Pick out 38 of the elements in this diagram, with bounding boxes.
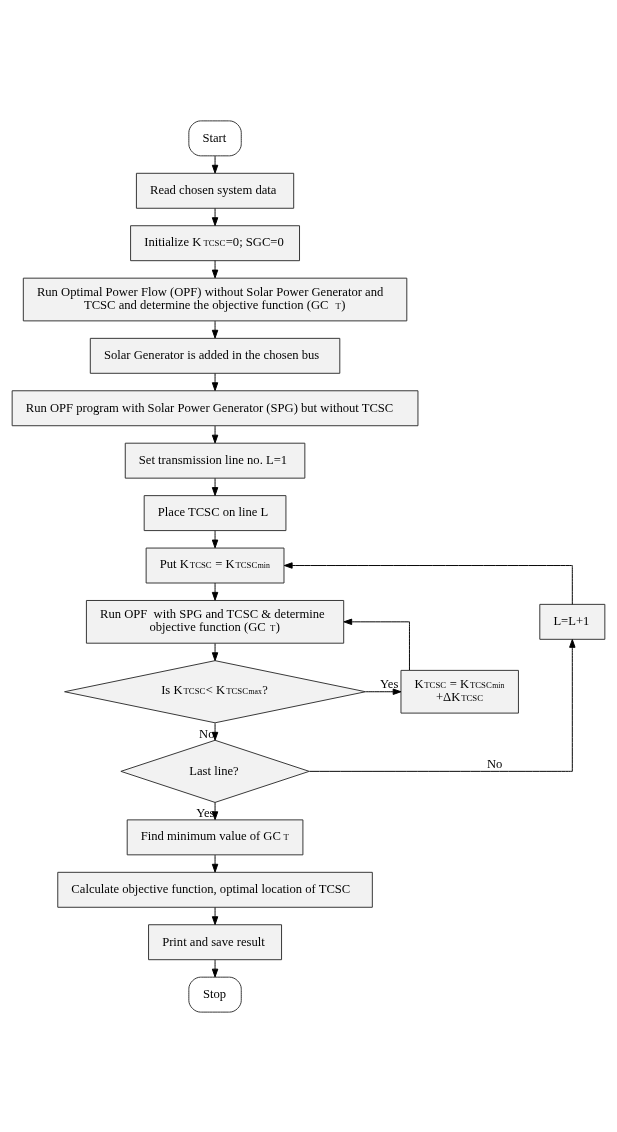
arrow	[211, 155, 219, 174]
arrow	[211, 529, 219, 548]
node-box: Put KTCSC = KTCSCmin	[145, 547, 285, 583]
arrow	[211, 320, 219, 338]
node-box: Calculate objective function, optimal location of TCSC	[57, 871, 373, 908]
node-box: Solar Generator is added in the chosen bus	[89, 337, 341, 374]
node-box: KTCSC = KTCSCmin +ΔKTCSC	[400, 669, 519, 714]
edge-label: Yes	[196, 805, 215, 820]
edge-label: No	[199, 726, 215, 741]
arrow	[211, 372, 219, 391]
arrow	[343, 618, 410, 670]
node-diamond: Last line?	[120, 739, 310, 803]
arrow	[211, 477, 219, 496]
arrow	[365, 688, 402, 695]
edge-label: No	[486, 756, 503, 771]
node-box: Start	[188, 119, 242, 156]
arrow	[211, 582, 219, 601]
node-box: Initialize KTCSC=0; SGC=0	[130, 224, 300, 261]
node-box: L=L+1	[539, 603, 606, 640]
node-box: Set transmission line no. L=1	[124, 442, 306, 479]
edge-label: Yes	[380, 676, 399, 691]
node-box: Print and save result	[148, 923, 283, 960]
arrow	[211, 425, 219, 443]
arrow	[211, 259, 219, 278]
arrow	[308, 638, 576, 772]
arrow	[211, 801, 219, 820]
arrow	[211, 958, 219, 977]
node-box: Run OPF program with Solar Power Generator (SPG) but without TCSC	[11, 389, 419, 426]
node-diamond: Is KTCSC< KTCSCmax?	[64, 659, 367, 723]
arrow	[211, 854, 219, 873]
node-box: Read chosen system data	[135, 172, 295, 209]
node-box: Find minimum value of GCT	[126, 818, 304, 855]
node-box: Place TCSC on line L	[143, 494, 287, 531]
arrow	[211, 906, 219, 925]
node-box: Stop	[188, 976, 242, 1013]
arrow	[211, 207, 219, 226]
arrow	[211, 642, 219, 661]
arrow	[283, 561, 573, 605]
